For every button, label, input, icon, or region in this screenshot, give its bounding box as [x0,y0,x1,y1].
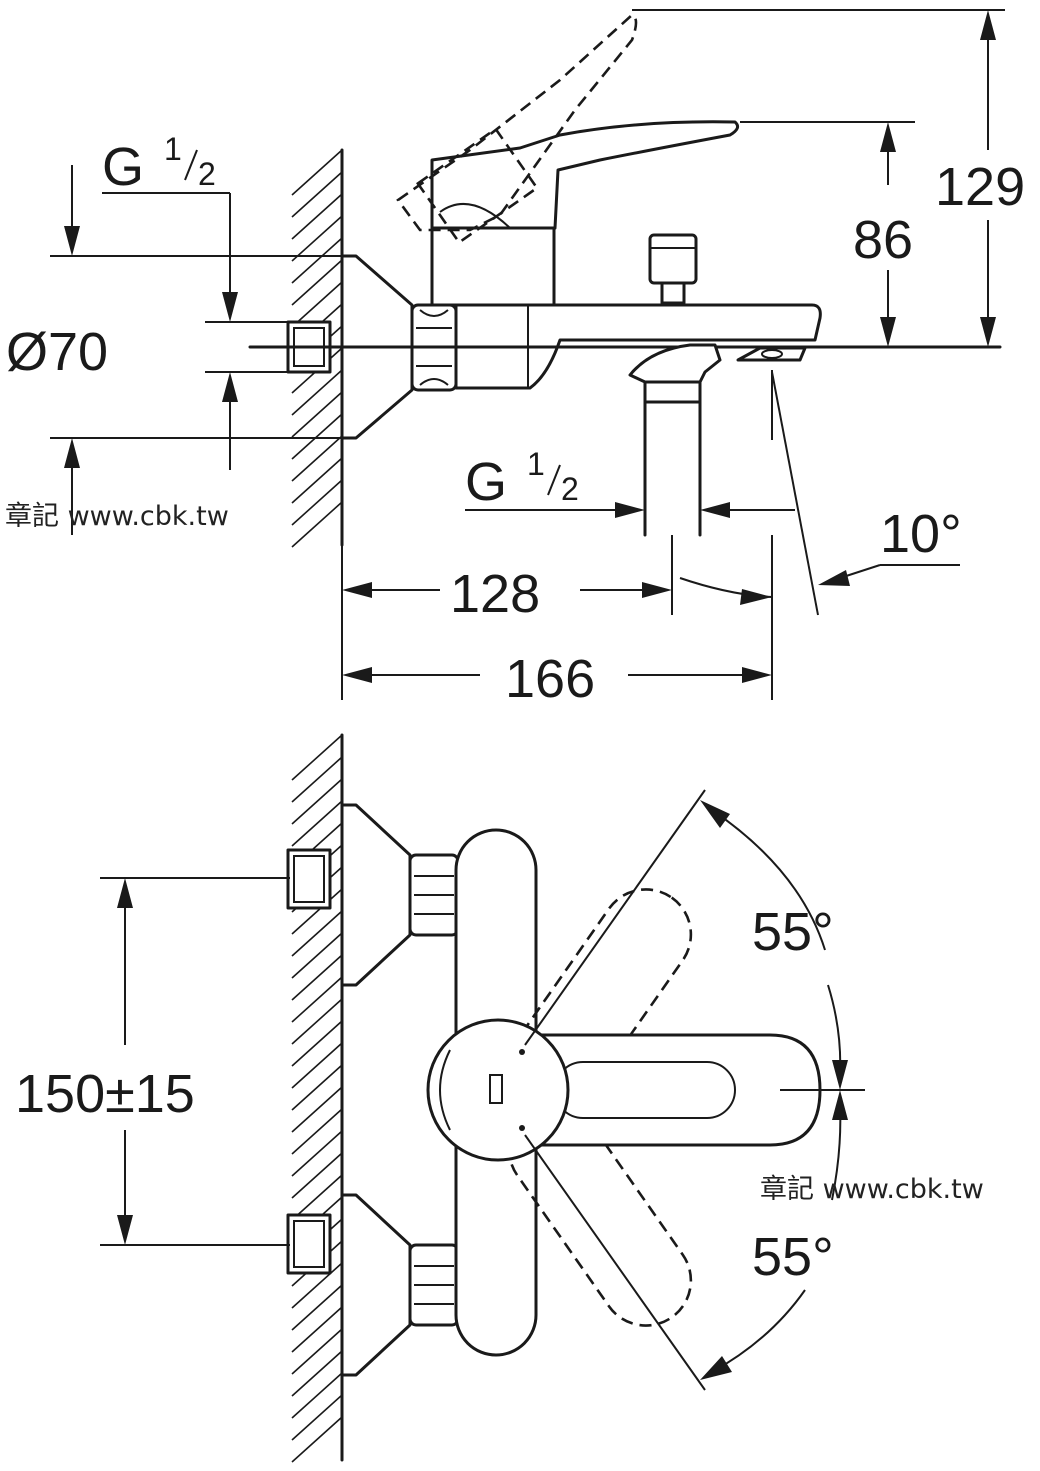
thread-top-letter: G [102,137,144,197]
wall-hatch-line [291,778,343,825]
inlet-upper [286,803,460,987]
wall-hatch-line [291,281,343,328]
wall-hatch-line [291,976,343,1023]
dim-129-label: 129 [935,157,1025,217]
wall-hatch-line [291,1042,343,1089]
wall-hatch-line [291,1306,343,1353]
watermark-top: 章記 www.cbk.tw [5,501,229,532]
lever-open-dashed [396,13,638,232]
thread-bottom-den: 2 [561,471,579,507]
dim-thread-top: G 1 2 [102,131,290,470]
side-view: Ø70 G 1 2 G 1 2 [5,9,1025,709]
wall-hatch-line [291,435,343,482]
dim-angle-lower: 55° [700,1090,848,1380]
dim-86: 86 [740,121,915,347]
angle-10-label: 10° [880,504,962,564]
wall-hatch-line [291,1130,343,1177]
dim-150-label: 150±15 [15,1064,195,1124]
thread-top-den: 2 [198,156,216,192]
wall-hatch-line [291,237,343,284]
thread-bottom-letter: G [465,452,507,512]
wall-hatch-line [291,413,343,460]
dim-angle-upper: 55° [700,800,848,1090]
wall-hatch-line [291,1020,343,1067]
wall-hatch-line [291,800,343,847]
wall-hatch-line [291,1086,343,1133]
wall-hatch-line [291,1284,343,1331]
lever-top [426,1018,822,1162]
dim-128: 128 [341,535,673,700]
wall-top [291,733,344,1463]
wall-hatch-line [291,954,343,1001]
mixer-body [454,303,822,390]
wall-hatch-line [291,501,343,548]
lever-handle [430,120,740,230]
wall-hatch-line [291,1262,343,1309]
wall-hatch-line [291,1394,343,1441]
wall-hatch-line [291,1416,343,1463]
wall-hatch-line [291,1350,343,1397]
wall-hatch-line [291,369,343,416]
wall-hatch-line [291,1328,343,1375]
dim-86-label: 86 [853,210,913,270]
diverter-knob [648,233,698,305]
wall-hatch-line [291,457,343,504]
inlet-lower [286,1193,460,1377]
wall-hatch-line [291,171,343,218]
wall-hatch-line [291,193,343,240]
wall-hatch-line [291,1174,343,1221]
shower-outlet [643,380,702,404]
wall-hatch-line [291,1152,343,1199]
wall-hatch-line [291,756,343,803]
wall-hatch-line [291,932,343,979]
wall-hatch-line [291,1108,343,1155]
wall-hatch-line [291,910,343,957]
angle-upper-label: 55° [752,902,834,962]
top-view: 150±15 55° 55° 章記 www.cbk.tw [15,733,984,1463]
wall-hatch-line [291,149,343,196]
dim-150: 150±15 [15,877,290,1246]
dim-angle-10: 10° [679,370,962,616]
thread-top-num: 1 [164,131,182,167]
dim-diameter: Ø70 [6,165,342,535]
watermark-bottom: 章記 www.cbk.tw [760,1174,984,1205]
wall-hatch-line [291,998,343,1045]
dim-129: 129 [632,9,1025,347]
wall-hatch-line [291,479,343,526]
diameter-label: Ø70 [6,322,108,382]
wall-hatch-line [291,888,343,935]
dim-thread-bottom: G 1 2 [465,446,795,518]
wall-hatch-line [291,391,343,438]
wall-hatch-line [291,1064,343,1111]
dim-166: 166 [342,535,773,709]
cartridge-housing [430,226,556,307]
wall-hatch-line [291,259,343,306]
wall-hatch-line [291,734,343,781]
thread-bottom-num: 1 [527,446,545,482]
wall-hatch-line [291,1372,343,1419]
wall-hatch-line [291,215,343,262]
dim-128-label: 128 [450,564,540,624]
dim-166-label: 166 [505,649,595,709]
spout-outlet [628,343,722,384]
angle-lower-label: 55° [752,1227,834,1287]
